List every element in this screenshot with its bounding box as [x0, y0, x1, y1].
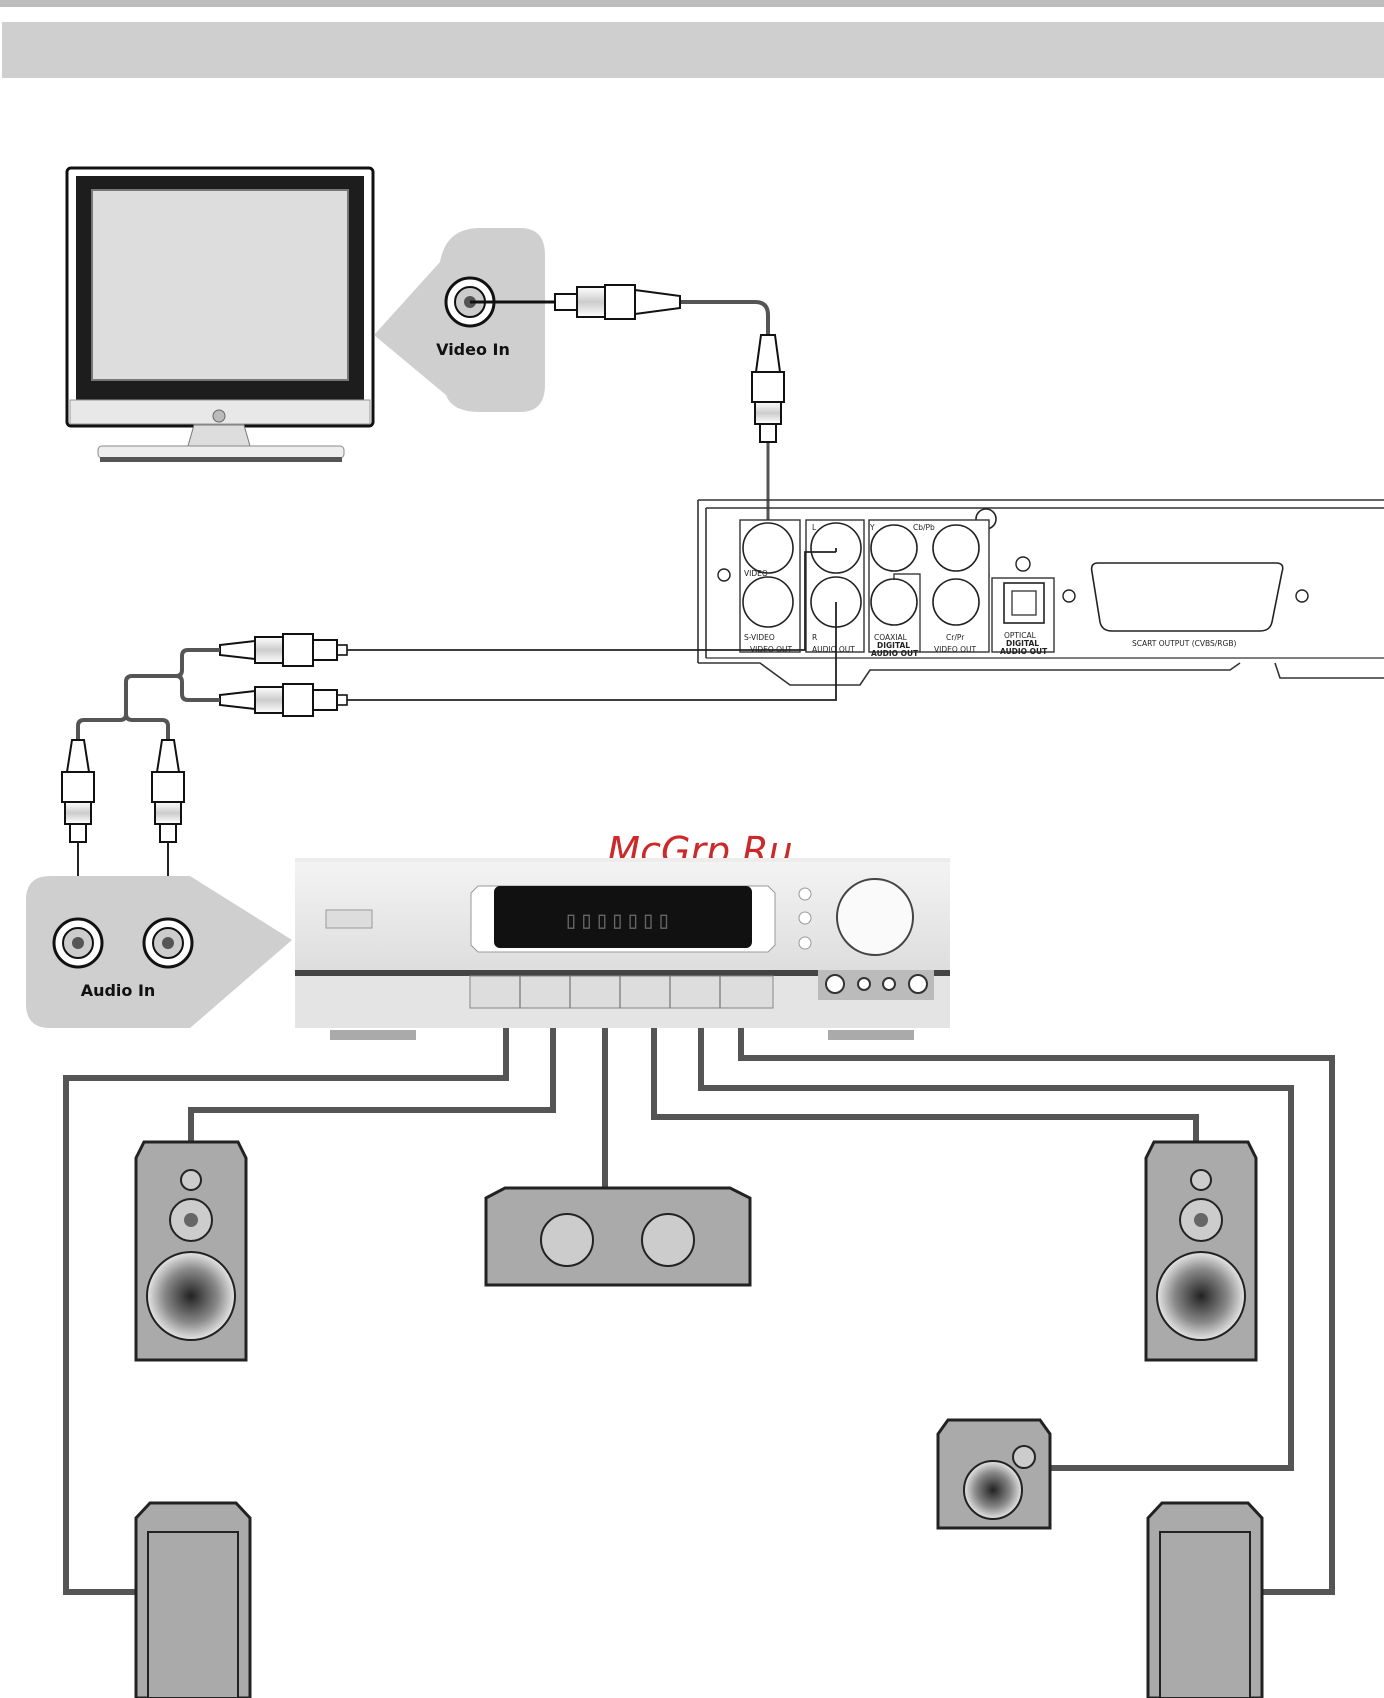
receiver-power-button	[326, 910, 372, 928]
woofer-icon	[147, 1252, 235, 1340]
dvd-label-component-video-out: VIDEO OUT	[934, 645, 977, 654]
center-speaker	[486, 1188, 750, 1285]
woofer-icon	[1157, 1252, 1245, 1340]
dvd-label-video: VIDEO	[744, 569, 768, 578]
av-receiver: ▯▯▯▯▯▯▯	[295, 858, 950, 1040]
front-right-speaker	[1146, 1142, 1256, 1360]
dvd-coaxial-jack-icon	[871, 579, 917, 625]
audio-plug-right-icon	[337, 695, 347, 705]
top-rule	[0, 0, 1384, 7]
tv-power-icon	[213, 410, 225, 422]
dvd-label-audio-out: AUDIO OUT	[812, 645, 855, 654]
dvd-label-cr-pr: Cr/Pr	[946, 633, 965, 642]
subwoofer-driver-icon	[964, 1461, 1022, 1519]
header-band	[2, 22, 1384, 78]
audio-plug-left-icon	[337, 645, 347, 655]
tweeter-icon	[181, 1170, 201, 1190]
audio-plug-vertical-left-icon	[67, 740, 89, 772]
tv-monitor	[67, 168, 373, 462]
dvd-label-optical-audio-out: AUDIO OUT	[1000, 647, 1048, 656]
surround-left-speaker	[136, 1503, 250, 1698]
video-plug-vertical-icon	[756, 335, 780, 372]
video-in-callout: Video In	[374, 228, 545, 412]
surround-right-speaker	[1148, 1503, 1262, 1698]
audio-in-label: Audio In	[81, 981, 156, 1000]
dvd-label-cb-pb: Cb/Pb	[913, 523, 935, 532]
speaker-cables	[66, 1010, 1332, 1592]
subwoofer	[938, 1420, 1050, 1528]
video-in-label: Video In	[436, 340, 510, 359]
receiver-display-digits-icon: ▯▯▯▯▯▯▯	[564, 906, 672, 934]
video-plug-horizontal-icon	[555, 294, 577, 310]
dvd-label-s-video: S-VIDEO	[744, 633, 775, 642]
receiver-volume-knob	[837, 879, 913, 955]
dvd-y-jack-icon	[871, 525, 917, 571]
audio-plug-vertical-right-icon	[157, 740, 179, 772]
dvd-cb-jack-icon	[933, 525, 979, 571]
audio-in-callout: Audio In	[26, 876, 292, 1028]
dvd-label-scart: SCART OUTPUT (CVBS/RGB)	[1132, 639, 1236, 648]
dvd-video-jack-icon	[743, 523, 793, 573]
tweeter-icon	[1191, 1170, 1211, 1190]
dvd-svideo-jack-icon	[743, 577, 793, 627]
dvd-label-y: Y	[869, 523, 875, 532]
center-driver-left-icon	[541, 1214, 593, 1266]
dvd-cr-jack-icon	[933, 579, 979, 625]
dvd-label-r: R	[812, 633, 817, 642]
front-left-speaker	[136, 1142, 246, 1360]
dvd-label-audio-out-coax: AUDIO OUT	[871, 649, 919, 658]
center-driver-right-icon	[642, 1214, 694, 1266]
dvd-scart-connector-icon	[1092, 563, 1283, 631]
dvd-rear-panel: VIDEO S-VIDEO VIDEO OUT L R AUDIO OUT Y …	[698, 500, 1384, 685]
